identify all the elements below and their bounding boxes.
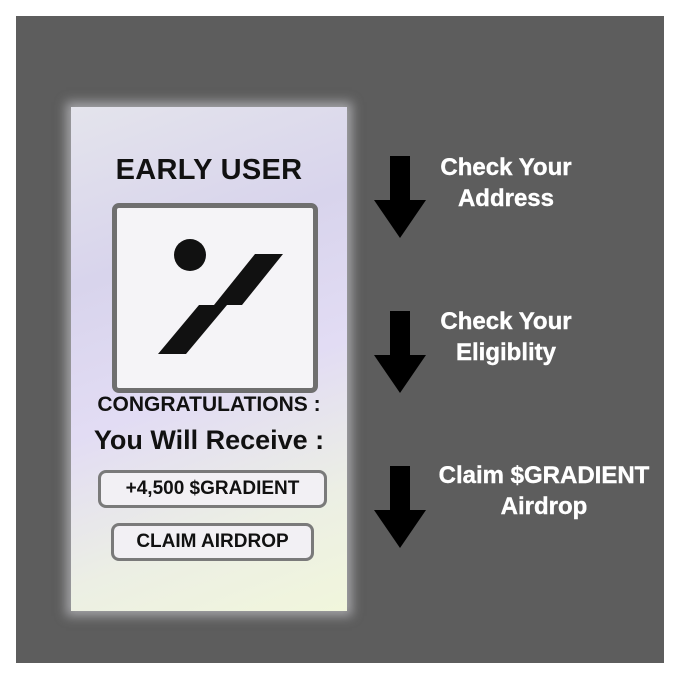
step-claim-airdrop: Claim $GRADIENT Airdrop (428, 460, 660, 522)
arrow-down-icon (374, 156, 426, 238)
promo-frame: EARLY USER CONGRATULATIONS : You Will Re… (16, 16, 664, 663)
arrow-down-icon (374, 466, 426, 548)
step-check-eligibility: Check Your Eligiblity (421, 306, 591, 368)
congratulations-text: CONGRATULATIONS : (97, 393, 321, 416)
logo-box (112, 203, 318, 393)
card-title: EARLY USER (115, 154, 303, 186)
step-check-address: Check Your Address (421, 152, 591, 214)
claim-airdrop-button[interactable]: CLAIM AIRDROP (111, 523, 314, 561)
step-line: Airdrop (500, 493, 588, 520)
gradient-logo-icon (158, 239, 283, 354)
step-line: Check Your (440, 154, 572, 181)
receive-text: You Will Receive : (93, 425, 325, 455)
step-line: Eligiblity (455, 339, 556, 366)
step-line: Address (457, 185, 555, 212)
arrow-down-icon (374, 311, 426, 393)
amount-badge: +4,500 $GRADIENT (98, 470, 327, 508)
step-line: Claim $GRADIENT (438, 462, 650, 489)
early-user-card: EARLY USER CONGRATULATIONS : You Will Re… (71, 107, 347, 611)
step-line: Check Your (440, 308, 572, 335)
